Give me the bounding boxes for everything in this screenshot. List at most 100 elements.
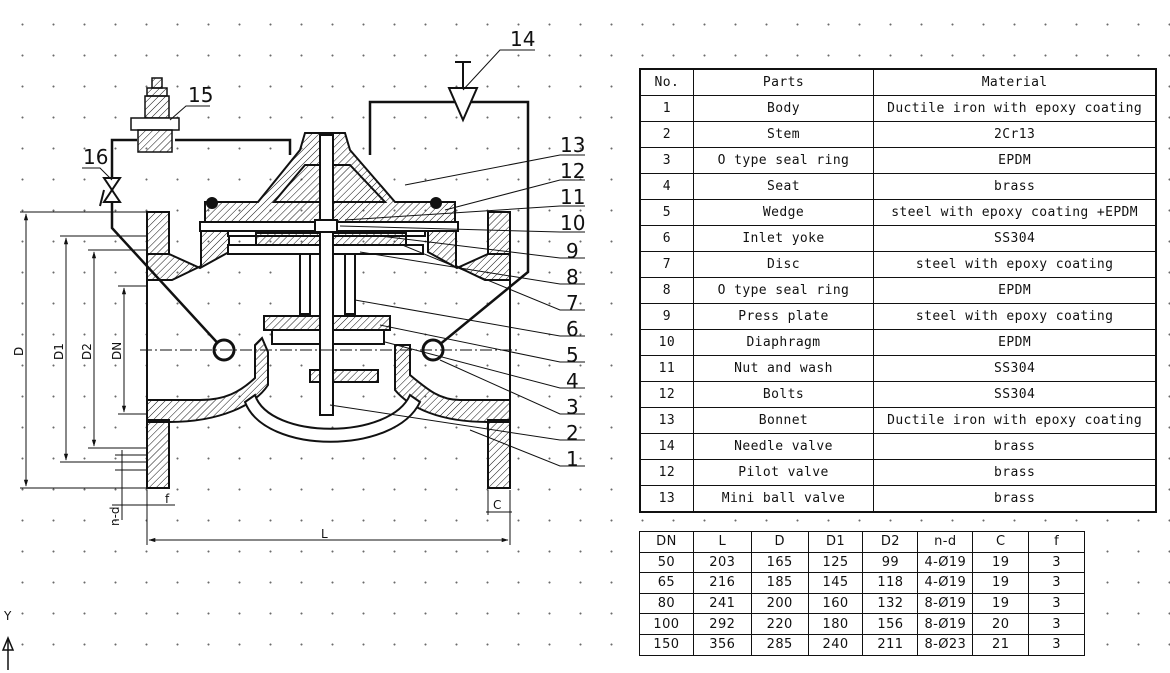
part-material-cell: 2Cr13 — [873, 121, 1156, 148]
balloon-14: 14 — [510, 27, 535, 51]
part-material-cell: brass — [873, 459, 1156, 486]
part-number-cell: 3 — [640, 147, 694, 174]
dim-label-nd: n-d — [108, 506, 122, 526]
part-name-cell: O type seal ring — [692, 147, 875, 174]
part-name-cell: Bolts — [692, 381, 875, 408]
pilot-valve — [130, 77, 180, 153]
dim-value-cell: 80 — [639, 592, 694, 615]
part-name-cell: Inlet yoke — [692, 225, 875, 252]
dim-value-cell: 203 — [692, 551, 752, 574]
dim-label-d: D — [12, 347, 26, 356]
dim-value-cell: 211 — [862, 633, 919, 656]
balloon-1: 1 — [566, 447, 579, 471]
dim-value-cell: 216 — [692, 572, 752, 594]
balloon-15: 15 — [188, 83, 213, 107]
dim-value-cell: 3 — [1028, 633, 1085, 656]
part-number-cell: 11 — [640, 355, 694, 382]
dim-value-cell: 118 — [862, 572, 919, 594]
dim-value-cell: 180 — [807, 613, 864, 635]
part-material-cell: EPDM — [873, 277, 1156, 304]
dim-value-cell: 8-Ø23 — [917, 633, 974, 656]
dim-header-cell: C — [972, 531, 1030, 553]
part-name-cell: Nut and wash — [692, 355, 875, 382]
dim-value-cell: 150 — [639, 633, 694, 656]
valve-internals — [206, 134, 445, 416]
balloon-7: 7 — [566, 291, 579, 315]
dim-value-cell: 356 — [692, 633, 752, 656]
part-name-cell: Wedge — [692, 199, 875, 226]
header-parts: Parts — [692, 69, 875, 96]
dim-value-cell: 4-Ø19 — [917, 551, 974, 574]
part-name-cell: Diaphragm — [692, 329, 875, 356]
part-material-cell: SS304 — [873, 355, 1156, 382]
part-material-cell: brass — [873, 485, 1156, 512]
part-material-cell: steel with epoxy coating — [873, 303, 1156, 330]
ucs-y-label: Y — [3, 609, 12, 623]
valve-body — [146, 211, 511, 489]
leader-lines — [82, 49, 585, 467]
dim-value-cell: 240 — [807, 633, 864, 656]
needle-valve — [447, 61, 479, 123]
dim-value-cell: 19 — [972, 592, 1030, 615]
part-number-cell: 13 — [640, 407, 694, 434]
dim-value-cell: 8-Ø19 — [917, 613, 974, 635]
part-material-cell: EPDM — [873, 147, 1156, 174]
dim-value-cell: 50 — [639, 551, 694, 574]
mini-ball-valve — [99, 177, 122, 207]
dim-header-cell: DN — [639, 531, 694, 553]
part-name-cell: Seat — [692, 173, 875, 200]
part-material-cell: steel with epoxy coating — [873, 251, 1156, 278]
dim-value-cell: 99 — [862, 551, 919, 574]
dim-header-cell: f — [1028, 531, 1085, 553]
part-name-cell: Pilot valve — [692, 459, 875, 486]
part-name-cell: Body — [692, 95, 875, 122]
balloon-4: 4 — [566, 369, 579, 393]
dim-value-cell: 185 — [750, 572, 809, 594]
dim-label-d1: D1 — [52, 343, 66, 360]
part-name-cell: Mini ball valve — [692, 485, 875, 512]
part-number-cell: 2 — [640, 121, 694, 148]
part-name-cell: Needle valve — [692, 433, 875, 460]
balloon-6: 6 — [566, 317, 579, 341]
dim-label-dn: DN — [110, 342, 124, 360]
balloon-11: 11 — [560, 185, 585, 209]
balloon-13: 13 — [560, 133, 585, 157]
balloon-10: 10 — [560, 211, 585, 235]
dim-value-cell: 220 — [750, 613, 809, 635]
dim-header-cell: D1 — [807, 531, 864, 553]
part-number-cell: 14 — [640, 433, 694, 460]
part-number-cell: 6 — [640, 225, 694, 252]
balloon-8: 8 — [566, 265, 579, 289]
dim-value-cell: 285 — [750, 633, 809, 656]
part-number-cell: 5 — [640, 199, 694, 226]
balloon-16: 16 — [83, 145, 108, 169]
dim-label-l: L — [321, 527, 328, 541]
balloon-9: 9 — [566, 239, 579, 263]
dimension-lines — [20, 211, 512, 545]
balloon-2: 2 — [566, 421, 579, 445]
ucs-icon: Y — [1, 609, 15, 670]
balloon-12: 12 — [560, 159, 585, 183]
dim-value-cell: 8-Ø19 — [917, 592, 974, 615]
dim-value-cell: 156 — [862, 613, 919, 635]
dim-value-cell: 65 — [639, 572, 694, 594]
part-number-cell: 12 — [640, 381, 694, 408]
dim-header-cell: D2 — [862, 531, 919, 553]
part-number-cell: 10 — [640, 329, 694, 356]
part-number-cell: 7 — [640, 251, 694, 278]
dim-label-d2: D2 — [80, 343, 94, 360]
